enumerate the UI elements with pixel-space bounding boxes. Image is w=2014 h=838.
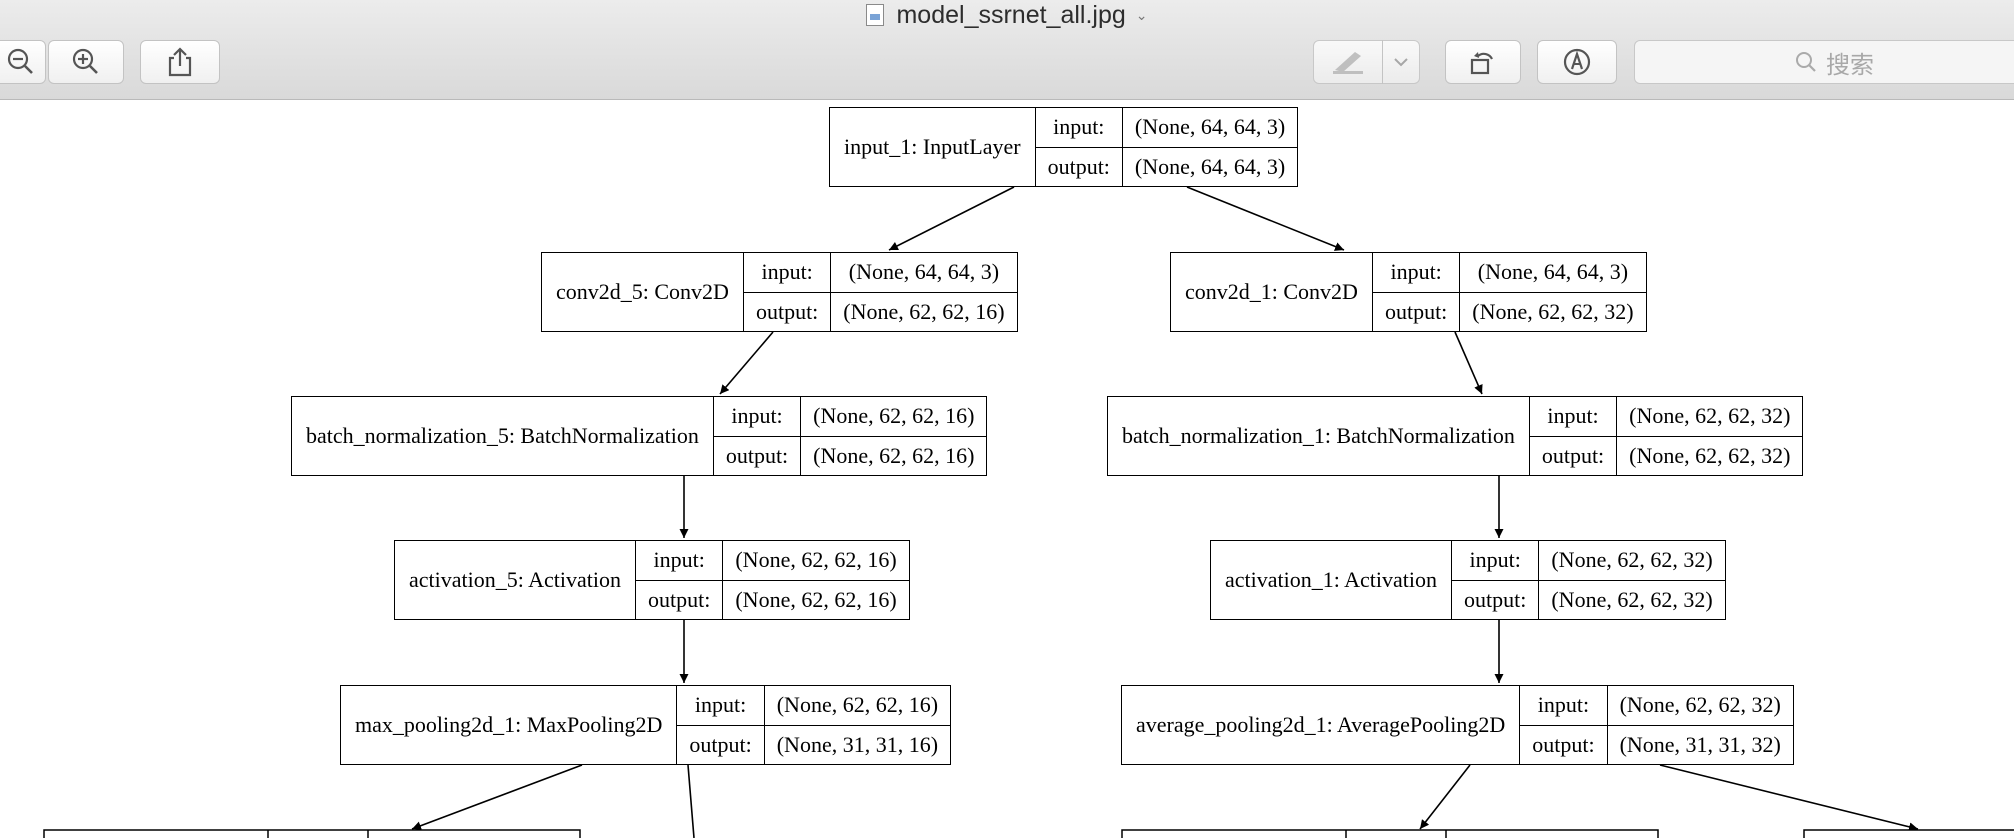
node-conv2d_1[interactable]: conv2d_1: Conv2D input: output: (None, 6…: [1170, 252, 1647, 332]
node-batch_normalization_5[interactable]: batch_normalization_5: BatchNormalizatio…: [291, 396, 988, 476]
node-average_pooling2d_1[interactable]: average_pooling2d_1: AveragePooling2D in…: [1121, 685, 1794, 765]
window-title-bar[interactable]: model_ssrnet_all.jpg ⌄: [0, 0, 2014, 30]
zoom-in-icon: [72, 48, 98, 74]
highlight-icon: [1333, 52, 1363, 74]
input-label: input:: [731, 403, 783, 429]
node-max_pooling2d_1[interactable]: max_pooling2d_1: MaxPooling2D input: out…: [340, 685, 952, 765]
layer-name: conv2d_1: Conv2D: [1171, 253, 1373, 331]
input-shape: (None, 62, 62, 32): [1551, 547, 1713, 573]
zoom-out-icon: [7, 48, 33, 74]
node-activation_5[interactable]: activation_5: Activation input: output: …: [394, 540, 910, 620]
output-shape: (None, 31, 31, 32): [1607, 724, 1793, 765]
markup-icon: [1563, 48, 1591, 76]
edge-conv2d_1-bn_1: [1454, 331, 1483, 395]
rotate-button[interactable]: [1445, 40, 1521, 84]
output-label: output:: [677, 724, 764, 765]
input-label: input:: [1469, 547, 1521, 573]
output-label: output:: [1452, 579, 1539, 620]
edge-input-conv2d_1: [1186, 186, 1345, 251]
output-label: output:: [1529, 435, 1617, 476]
input-label: input:: [1547, 403, 1599, 429]
input-shape: (None, 64, 64, 3): [1477, 259, 1629, 285]
layer-name: activation_5: Activation: [395, 541, 637, 619]
highlight-button[interactable]: [1313, 40, 1383, 84]
edge-input-conv2d_5: [888, 186, 1015, 251]
input-label: input:: [653, 547, 705, 573]
share-icon: [168, 47, 192, 77]
next-node-left: [43, 829, 581, 838]
output-shape: (None, 62, 62, 32): [1539, 579, 1725, 620]
output-label: output:: [1520, 724, 1607, 765]
output-shape: (None, 62, 62, 16): [801, 435, 987, 476]
window-title: model_ssrnet_all.jpg: [896, 0, 1126, 29]
output-shape: (None, 62, 62, 32): [1460, 291, 1646, 332]
jpg-file-icon: [866, 4, 885, 26]
input-label: input:: [1390, 259, 1442, 285]
highlight-options-button[interactable]: [1382, 40, 1420, 84]
layer-name: conv2d_5: Conv2D: [542, 253, 744, 331]
output-label: output:: [1372, 291, 1460, 332]
output-label: output:: [1035, 146, 1122, 187]
layer-name: activation_1: Activation: [1211, 541, 1453, 619]
node-batch_normalization_1[interactable]: batch_normalization_1: BatchNormalizatio…: [1107, 396, 1804, 476]
input-label: input:: [761, 259, 813, 285]
output-shape: (None, 62, 62, 32): [1617, 435, 1803, 476]
output-shape: (None, 64, 64, 3): [1122, 146, 1298, 187]
input-shape: (None, 64, 64, 3): [848, 259, 1000, 285]
node-input_1[interactable]: input_1: InputLayer input: output: (None…: [829, 107, 1299, 187]
output-shape: (None, 62, 62, 16): [831, 291, 1017, 332]
layer-name: input_1: InputLayer: [830, 108, 1036, 186]
output-shape: (None, 31, 31, 16): [764, 724, 951, 765]
search-field[interactable]: 搜索: [1634, 40, 2014, 84]
edge-maxpool-down: [687, 764, 695, 838]
window-toolbar: model_ssrnet_all.jpg ⌄: [0, 0, 2014, 100]
model-diagram: input_1: InputLayer input: output: (None…: [0, 100, 2014, 838]
node-activation_1[interactable]: activation_1: Activation input: output: …: [1210, 540, 1726, 620]
next-node-mid: [1121, 829, 1659, 838]
edge-avgpool-left: [1419, 764, 1471, 830]
edge-maxpool-left: [411, 764, 583, 831]
node-conv2d_5[interactable]: conv2d_5: Conv2D input: output: (None, 6…: [541, 252, 1018, 332]
zoom-out-button[interactable]: [0, 40, 46, 84]
edge-conv2d_5-bn_5: [719, 331, 774, 395]
input-label: input:: [694, 692, 747, 718]
output-label: output:: [713, 435, 801, 476]
input-shape: (None, 62, 62, 32): [1629, 403, 1791, 429]
search-placeholder: 搜索: [1826, 51, 1874, 79]
input-shape: (None, 62, 62, 16): [735, 547, 897, 573]
layer-name: batch_normalization_1: BatchNormalizatio…: [1108, 397, 1530, 475]
input-shape: (None, 62, 62, 32): [1619, 692, 1781, 718]
edge-avgpool-right: [1659, 764, 1919, 832]
share-button[interactable]: [140, 40, 220, 84]
layer-name: batch_normalization_5: BatchNormalizatio…: [292, 397, 714, 475]
next-node-right: [1803, 829, 2014, 838]
input-shape: (None, 64, 64, 3): [1134, 114, 1286, 140]
rotate-icon: [1470, 52, 1493, 75]
chevron-down-icon[interactable]: ⌄: [1135, 6, 1148, 23]
diagram-edges: [43, 186, 2014, 838]
output-label: output:: [636, 579, 723, 620]
chevron-down-icon: [1394, 58, 1408, 67]
layer-name: average_pooling2d_1: AveragePooling2D: [1122, 686, 1521, 764]
input-label: input:: [1537, 692, 1590, 718]
layer-name: max_pooling2d_1: MaxPooling2D: [341, 686, 678, 764]
zoom-in-button[interactable]: [48, 40, 124, 84]
markup-button[interactable]: [1537, 40, 1617, 84]
output-shape: (None, 62, 62, 16): [723, 579, 909, 620]
search-icon: [1796, 52, 1816, 72]
input-label: input:: [1053, 114, 1105, 140]
input-shape: (None, 62, 62, 16): [776, 692, 939, 718]
output-label: output:: [743, 291, 831, 332]
input-shape: (None, 62, 62, 16): [813, 403, 975, 429]
